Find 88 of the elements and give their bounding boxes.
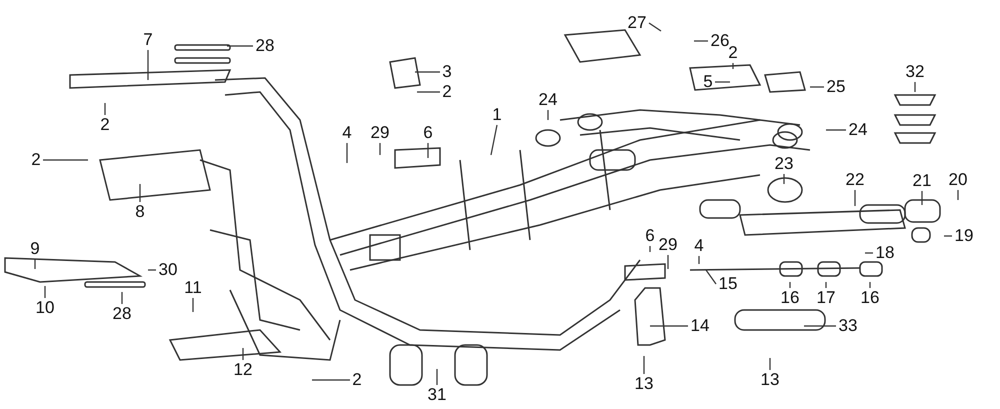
leader-line	[826, 129, 846, 131]
callout-number: 22	[846, 171, 864, 189]
callout-number: 29	[370, 124, 390, 142]
callout-number: 4	[342, 124, 352, 142]
leader-line	[783, 174, 785, 184]
leader-line	[865, 252, 873, 254]
callout-number: 20	[948, 171, 968, 189]
leader-line	[43, 159, 88, 161]
callout-number: 7	[143, 31, 153, 49]
callout-number: 8	[135, 203, 145, 221]
leader-line	[104, 103, 106, 115]
callout-number: 15	[718, 275, 738, 293]
leader-line	[417, 91, 440, 93]
leader-line	[415, 71, 440, 73]
callout-number: 2	[442, 83, 452, 101]
callout-number: 1	[492, 106, 502, 124]
callout-number: 11	[184, 279, 202, 297]
leader-line	[648, 22, 662, 32]
leader-line	[944, 235, 952, 237]
callout-number: 31	[428, 386, 446, 404]
callout-number: 13	[634, 375, 654, 393]
callout-number: 14	[690, 317, 710, 335]
leader-line	[427, 143, 429, 158]
leader-line	[379, 143, 381, 155]
callout-number: 2	[352, 371, 362, 389]
callout-number: 30	[158, 261, 178, 279]
leader-line	[957, 190, 959, 200]
leader-line	[242, 348, 244, 360]
leader-line	[921, 191, 923, 205]
callout-number: 2	[728, 44, 738, 62]
callout-number: 5	[703, 73, 713, 91]
callout-number: 2	[100, 116, 110, 134]
leader-line	[854, 190, 856, 206]
leader-line	[148, 269, 156, 271]
callout-number: 12	[234, 361, 252, 379]
callout-number: 24	[848, 121, 868, 139]
callout-number: 18	[876, 244, 894, 262]
leader-line	[643, 356, 645, 374]
callout-number: 13	[760, 371, 780, 389]
leader-line	[121, 292, 123, 304]
callout-number: 16	[780, 289, 800, 307]
callout-number: 4	[694, 237, 704, 255]
callout-number: 28	[112, 305, 132, 323]
leader-line	[869, 282, 871, 288]
leader-line	[804, 325, 836, 327]
callout-number: 33	[838, 317, 858, 335]
leader-line	[547, 110, 549, 120]
callout-number: 16	[860, 289, 880, 307]
leader-line	[715, 81, 730, 83]
leader-line	[789, 282, 791, 288]
leader-line	[192, 298, 194, 312]
leader-line	[649, 246, 651, 252]
callout-number: 23	[774, 155, 794, 173]
leader-line	[694, 40, 708, 42]
callout-number: 29	[658, 236, 678, 254]
callout-number: 25	[826, 78, 846, 96]
callout-number: 6	[645, 227, 655, 245]
leader-line	[44, 286, 46, 298]
leader-line	[667, 255, 669, 269]
leader-line	[914, 82, 916, 92]
callout-number: 32	[906, 63, 924, 81]
leader-line	[490, 124, 498, 156]
callout-number: 27	[628, 14, 646, 32]
leader-line	[810, 86, 824, 88]
callout-number: 19	[954, 227, 974, 245]
callout-number: 10	[36, 299, 54, 317]
leader-line	[34, 259, 36, 269]
leader-line	[312, 379, 350, 381]
callout-number: 26	[710, 32, 730, 50]
callout-number: 24	[538, 91, 558, 109]
callout-number: 3	[442, 63, 452, 81]
leader-line	[436, 369, 438, 385]
leader-line	[650, 325, 688, 327]
leader-line	[732, 63, 734, 69]
leader-line	[769, 358, 771, 370]
callout-number: 6	[423, 124, 433, 142]
leader-line	[706, 270, 716, 284]
callout-number: 21	[912, 172, 932, 190]
callout-number: 9	[30, 240, 40, 258]
callout-number: 2	[31, 151, 41, 169]
leader-line	[147, 50, 149, 80]
callout-number: 17	[816, 289, 836, 307]
leader-line	[825, 282, 827, 288]
leader-line	[698, 256, 700, 264]
leader-line	[227, 45, 253, 47]
leader-line	[139, 184, 141, 202]
leader-line	[346, 143, 348, 163]
callout-number: 28	[256, 37, 274, 55]
